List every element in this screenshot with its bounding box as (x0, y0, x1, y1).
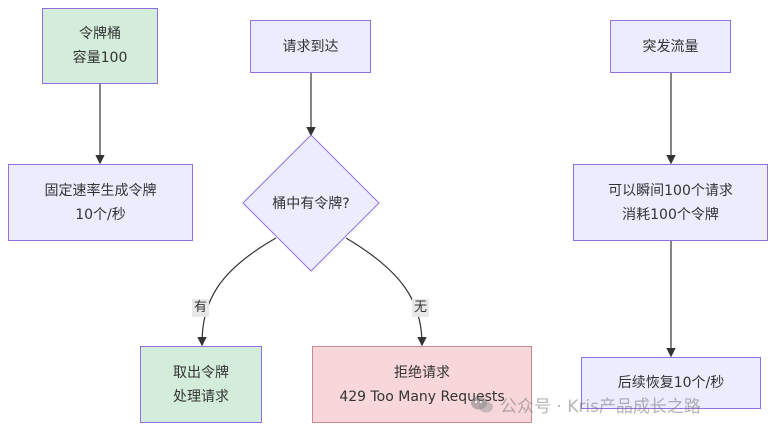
decision-label: 桶中有令牌? (272, 196, 350, 212)
fixed-rate-node: 固定速率生成令牌 10个/秒 (8, 164, 193, 241)
reject-node: 拒绝请求 429 Too Many Requests (312, 346, 532, 423)
request-arrives-node: 请求到达 (250, 20, 371, 73)
reject-title: 拒绝请求 (394, 364, 450, 381)
burst-node: 突发流量 (610, 20, 731, 73)
recover-node: 后续恢复10个/秒 (581, 357, 761, 409)
watermark-text: 公众号 · Kris产品成长之路 (500, 397, 701, 417)
token-bucket-capacity: 容量100 (72, 50, 128, 66)
reject-status: 429 Too Many Requests (339, 388, 505, 405)
token-bucket-node: 令牌桶 容量100 (42, 8, 158, 84)
recover-label: 后续恢复10个/秒 (617, 375, 725, 391)
instant-consume-title: 可以瞬间100个请求 (608, 182, 733, 199)
wechat-icon (471, 396, 493, 412)
edge-label-yes: 有 (192, 299, 210, 317)
fixed-rate-value: 10个/秒 (75, 206, 126, 223)
request-arrives-label: 请求到达 (282, 38, 339, 55)
take-token-node: 取出令牌 处理请求 (140, 346, 262, 423)
watermark: 公众号 · Kris产品成长之路 (470, 392, 701, 417)
instant-consume-node: 可以瞬间100个请求 消耗100个令牌 (573, 164, 768, 241)
decision-diamond (242, 134, 380, 272)
take-token-process: 处理请求 (173, 388, 229, 405)
token-bucket-title: 令牌桶 (79, 26, 121, 42)
edge-decision-no (345, 237, 427, 347)
edge-label-no: 无 (412, 299, 430, 317)
fixed-rate-title: 固定速率生成令牌 (44, 182, 157, 199)
take-token-title: 取出令牌 (173, 364, 229, 381)
instant-consume-tokens: 消耗100个令牌 (622, 206, 719, 223)
edge-decision-yes (197, 237, 277, 347)
burst-label: 突发流量 (642, 38, 699, 55)
